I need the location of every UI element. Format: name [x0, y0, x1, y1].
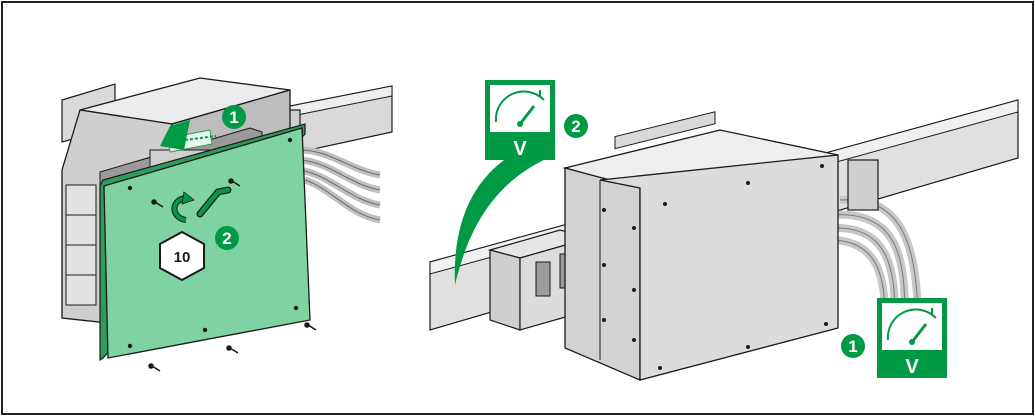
- hex-torque-icon: 10: [159, 230, 205, 282]
- step-badge-2: 2: [215, 226, 239, 250]
- voltmeter-bottom-unit: V: [905, 356, 919, 378]
- voltmeter-top-unit: V: [513, 138, 527, 160]
- plate-screw: [293, 305, 299, 311]
- voltmeter-icon: V: [877, 298, 947, 378]
- busbar-clamp-right: [847, 159, 879, 211]
- rotate-arrow-icon: [171, 191, 195, 223]
- cable-bundle-right-outline: [829, 199, 919, 321]
- loose-screws: [148, 178, 317, 372]
- plate-screw: [127, 343, 133, 349]
- plate-screw: [202, 327, 208, 333]
- connector-slot: [535, 261, 551, 297]
- box-screws: [602, 164, 828, 370]
- cable-bundle-outline: [299, 149, 381, 221]
- right-figure: V 2 V 1: [429, 80, 1019, 381]
- voltmeter-icon: V: [485, 80, 555, 160]
- tap-off-box-right-front: [599, 154, 839, 381]
- step-badge-voltmeter-bottom-label: 1: [848, 337, 857, 356]
- step-badge-voltmeter-bottom: 1: [841, 334, 865, 358]
- left-figure: 1 2 10: [61, 77, 393, 372]
- step-badge-1-label: 1: [229, 108, 238, 127]
- torque-value: 10: [174, 249, 191, 266]
- step-badge-voltmeter-top: 2: [564, 114, 588, 138]
- plate-screw: [287, 137, 293, 143]
- push-arrow-icon: [160, 120, 217, 153]
- plug-in-connector: [489, 249, 521, 331]
- cable-bundle-right: [829, 195, 922, 321]
- step-badge-1: 1: [222, 105, 246, 129]
- box-handle: [614, 111, 716, 150]
- plate-screw: [127, 185, 133, 191]
- step-badge-voltmeter-top-label: 2: [571, 117, 580, 136]
- green-cover-plate: [103, 127, 311, 359]
- allen-key-icon: [196, 186, 232, 218]
- step-badge-2-label: 2: [222, 229, 231, 248]
- tap-off-box-right-side: [564, 167, 641, 381]
